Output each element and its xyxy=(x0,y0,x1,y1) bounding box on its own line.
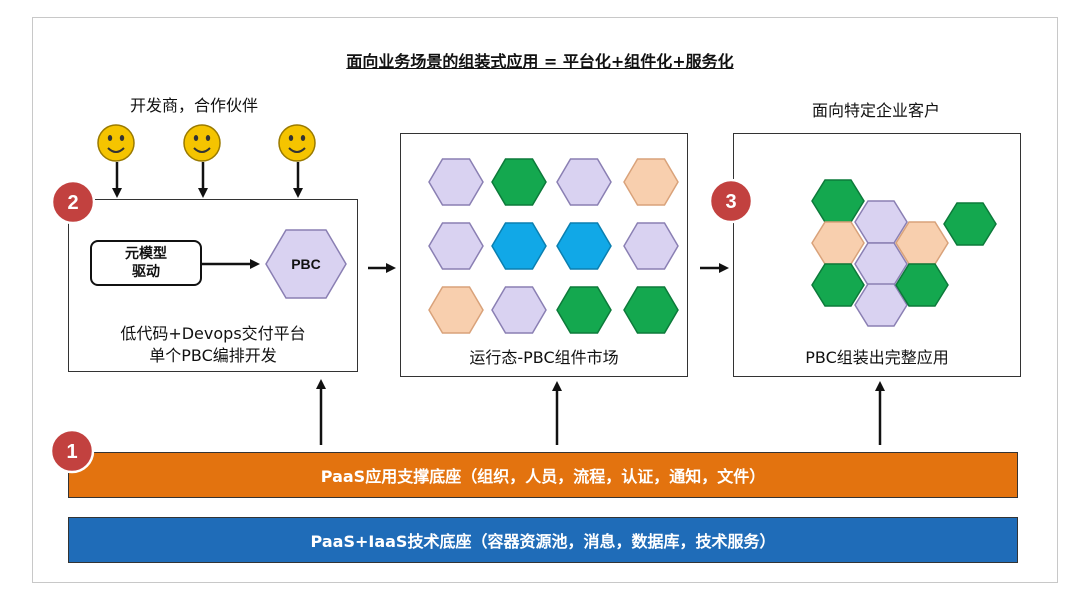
market-hexagon-green xyxy=(491,158,547,206)
market-hexagon-green xyxy=(623,286,679,334)
diagram-title: 面向业务场景的组装式应用 = 平台化+组件化+服务化 xyxy=(346,52,734,71)
market-hexagon-purple xyxy=(428,158,484,206)
pbc-market-label: 运行态-PBC组件市场 xyxy=(469,348,619,367)
step-badge-2 xyxy=(50,179,96,225)
smiley-icon xyxy=(183,124,221,162)
market-hexagon-cyan xyxy=(556,222,612,270)
assembly-hexagon-green xyxy=(811,263,865,307)
assembly-hexagon-green xyxy=(943,202,997,246)
pbc-hexagon-label: PBC xyxy=(291,256,321,272)
pbc-assembly-label: PBC组装出完整应用 xyxy=(805,348,949,367)
assembly-hexagon-green xyxy=(811,179,865,223)
pbc-hexagon xyxy=(265,229,347,299)
assembly-hexagon-purple xyxy=(854,283,908,327)
metamodel-driven-box: 元模型 驱动 xyxy=(90,240,202,286)
smiley-icon xyxy=(278,124,316,162)
market-hexagon-purple xyxy=(556,158,612,206)
paas-app-support-bar: PaaS应用支撑底座（组织，人员，流程，认证，通知，文件） xyxy=(68,452,1018,498)
market-hexagon-purple xyxy=(491,286,547,334)
market-hexagon-cyan xyxy=(491,222,547,270)
market-hexagon-peach xyxy=(428,286,484,334)
step-badge-1 xyxy=(49,428,95,474)
metamodel-line1: 元模型 xyxy=(125,246,167,262)
metamodel-line2: 驱动 xyxy=(132,264,160,280)
step-badge-number: 1 xyxy=(66,441,77,463)
market-hexagon-peach xyxy=(623,158,679,206)
market-hexagon-purple xyxy=(428,222,484,270)
assembly-hexagon-peach xyxy=(811,221,865,265)
dev-platform-line1: 低代码+Devops交付平台 xyxy=(120,324,306,343)
market-hexagon-green xyxy=(556,286,612,334)
paas-iaas-tech-bar: PaaS+IaaS技术底座（容器资源池，消息，数据库，技术服务） xyxy=(68,517,1018,563)
step-badge-3 xyxy=(708,178,754,224)
diagram-frame xyxy=(32,17,1058,583)
smiley-icon xyxy=(97,124,135,162)
partners-caption: 开发商，合作伙伴 xyxy=(130,96,259,115)
assembly-hexagon-green xyxy=(895,263,949,307)
dev-platform-line2: 单个PBC编排开发 xyxy=(149,346,277,365)
step-badge-number: 3 xyxy=(725,191,736,213)
market-hexagon-purple xyxy=(623,222,679,270)
dev-platform-label: 低代码+Devops交付平台 单个PBC编排开发 xyxy=(68,323,358,367)
customers-caption: 面向特定企业客户 xyxy=(812,101,941,120)
step-badge-number: 2 xyxy=(67,192,78,214)
